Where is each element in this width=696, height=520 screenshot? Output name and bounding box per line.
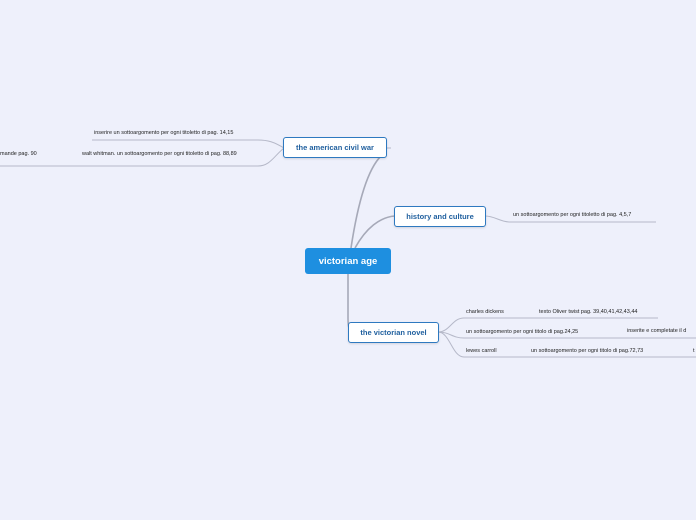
- subtopic[interactable]: lewes carroll: [466, 348, 497, 354]
- connector-civil-war-1: [92, 139, 285, 149]
- branch-victorian-novel[interactable]: the victorian novel: [348, 322, 439, 343]
- subtopic[interactable]: un sottoargomento per ogni titoletto di …: [513, 212, 632, 218]
- subtopic[interactable]: mande pag. 90: [0, 151, 37, 157]
- connector-history-1: [484, 215, 656, 223]
- root-topic[interactable]: victorian age: [305, 248, 391, 274]
- connector-novel-3: [437, 331, 528, 358]
- subtopic[interactable]: un sottoargomento per ogni titolo di pag…: [466, 329, 579, 335]
- connector-novel-1: [437, 317, 536, 333]
- branch-label: the victorian novel: [360, 328, 427, 337]
- branch-label: the american civil war: [296, 143, 374, 152]
- connector-root-civil-war: [350, 155, 382, 249]
- subtopic[interactable]: t: [693, 348, 695, 354]
- branch-label: history and culture: [406, 212, 474, 221]
- subtopic[interactable]: inserire un sottoargomento per ogni tito…: [94, 130, 234, 136]
- subtopic[interactable]: un sottoargomento per ogni titolo di pag…: [531, 348, 644, 354]
- subtopic[interactable]: inserite e completate il d: [627, 328, 687, 334]
- connector-root-history: [354, 215, 396, 249]
- subtopic[interactable]: walt whitman. un sottoargomento per ogni…: [82, 151, 237, 157]
- branch-history-and-culture[interactable]: history and culture: [394, 206, 486, 227]
- root-topic-label: victorian age: [318, 255, 378, 267]
- connector-civil-war-2: [78, 147, 285, 167]
- branch-american-civil-war[interactable]: the american civil war: [283, 137, 387, 158]
- subtopic[interactable]: charles dickens: [466, 309, 504, 315]
- subtopic[interactable]: texto Oliver twist pag. 39,40,41,42,43,4…: [539, 309, 638, 315]
